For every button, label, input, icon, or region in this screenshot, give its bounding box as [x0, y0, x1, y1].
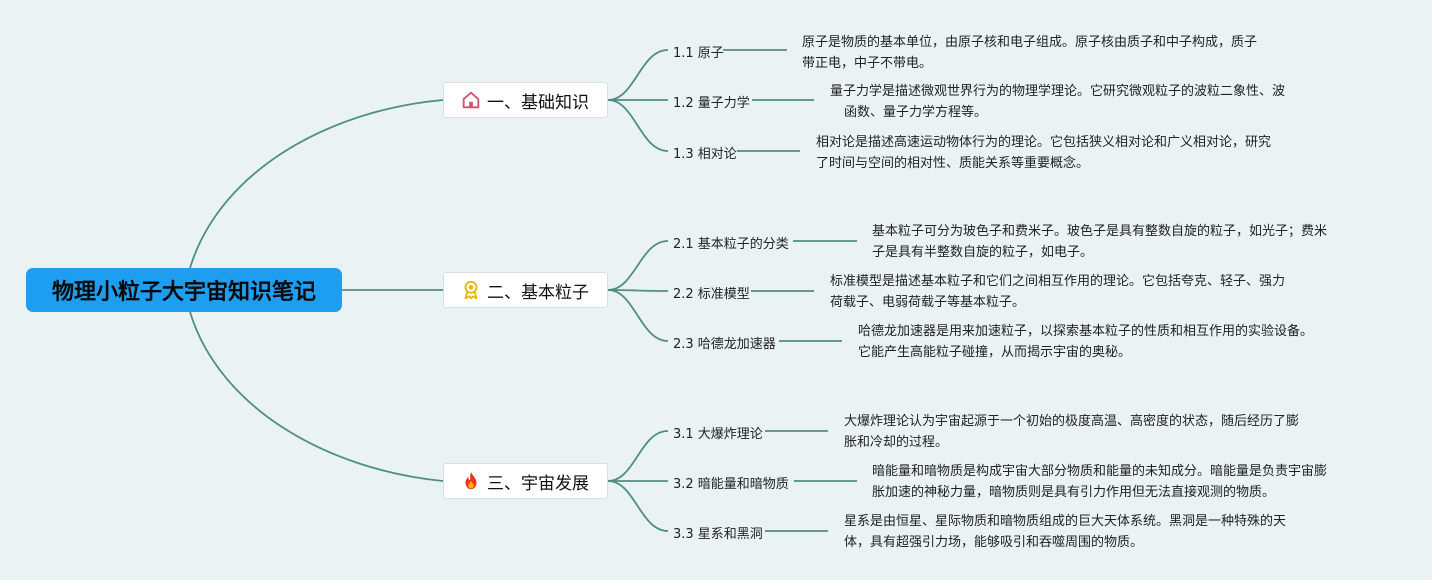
- desc-big-bang: 大爆炸理论认为宇宙起源于一个初始的极度高温、高密度的状态，随后经历了膨胀和冷却的…: [844, 414, 1300, 450]
- connector-root-branch-3: [189, 311, 444, 482]
- branch-particles[interactable]: 二、基本粒子: [443, 272, 608, 308]
- desc-galaxies-black-holes: 星系是由恒星、星际物质和暗物质组成的巨大天体系统。黑洞是一种特殊的天体，具有超强…: [844, 514, 1287, 550]
- topic-big-bang[interactable]: 3.1 大爆炸理论: [673, 427, 763, 442]
- fire-icon: [460, 470, 482, 492]
- topic-galaxies-black-holes[interactable]: 3.3 星系和黑洞: [673, 527, 763, 542]
- connector-branch-2-topic-3: [607, 289, 669, 342]
- connector-branch-3-topic-1: [607, 430, 669, 482]
- connector-branch-1-topic-3: [607, 99, 669, 152]
- topic-hadron-collider[interactable]: 2.3 哈德龙加速器: [673, 337, 776, 352]
- root-title: 物理小粒子大宇宙知识笔记: [51, 280, 316, 305]
- desc-hadron-collider: 哈德龙加速器是用来加速粒子，以探索基本粒子的性质和相互作用的实验设备。它能产生高…: [858, 324, 1314, 360]
- topic-relativity[interactable]: 1.3 相对论: [673, 147, 737, 162]
- desc-standard-model: 标准模型是描述基本粒子和它们之间相互作用的理论。它包括夸克、轻子、强力荷载子、电…: [830, 274, 1286, 310]
- desc-atom: 原子是物质的基本单位，由原子核和电子组成。原子核由质子和中子构成，质子带正电，中…: [802, 35, 1258, 71]
- topic-quantum-mechanics[interactable]: 1.2 量子力学: [673, 96, 750, 111]
- branch-label: 二、基本粒子: [487, 282, 589, 303]
- house-icon: [460, 89, 482, 111]
- desc-quantum-mechanics: 量子力学是描述微观世界行为的物理学理论。它研究微观粒子的波粒二象性、波函数、量子…: [830, 84, 1286, 120]
- branch-basics[interactable]: 一、基础知识: [443, 82, 608, 118]
- topic-dark-energy-matter[interactable]: 3.2 暗能量和暗物质: [673, 477, 789, 492]
- desc-particle-classification: 基本粒子可分为玻色子和费米子。玻色子是具有整数自旋的粒子，如光子；费米子是具有半…: [872, 224, 1328, 260]
- topic-atom[interactable]: 1.1 原子: [673, 46, 724, 61]
- branch-label: 一、基础知识: [487, 92, 589, 113]
- branch-universe[interactable]: 三、宇宙发展: [443, 463, 608, 499]
- medal-icon: [460, 279, 482, 301]
- topic-standard-model[interactable]: 2.2 标准模型: [673, 287, 750, 302]
- desc-relativity: 相对论是描述高速运动物体行为的理论。它包括狭义相对论和广义相对论，研究了时间与空…: [816, 135, 1272, 171]
- desc-dark-energy-matter: 暗能量和暗物质是构成宇宙大部分物质和能量的未知成分。暗能量是负责宇宙膨胀加速的神…: [872, 464, 1328, 500]
- topic-particle-classification[interactable]: 2.1 基本粒子的分类: [673, 237, 789, 252]
- connector-root-branch-1: [189, 99, 444, 269]
- connector-branch-3-topic-3: [607, 480, 669, 532]
- connector-branch-1-topic-1: [607, 49, 669, 101]
- root-topic[interactable]: 物理小粒子大宇宙知识笔记: [26, 268, 342, 312]
- branch-label: 三、宇宙发展: [487, 473, 589, 494]
- connector-branch-2-topic-1: [607, 240, 669, 291]
- connector-branch-2-topic-2: [607, 289, 669, 292]
